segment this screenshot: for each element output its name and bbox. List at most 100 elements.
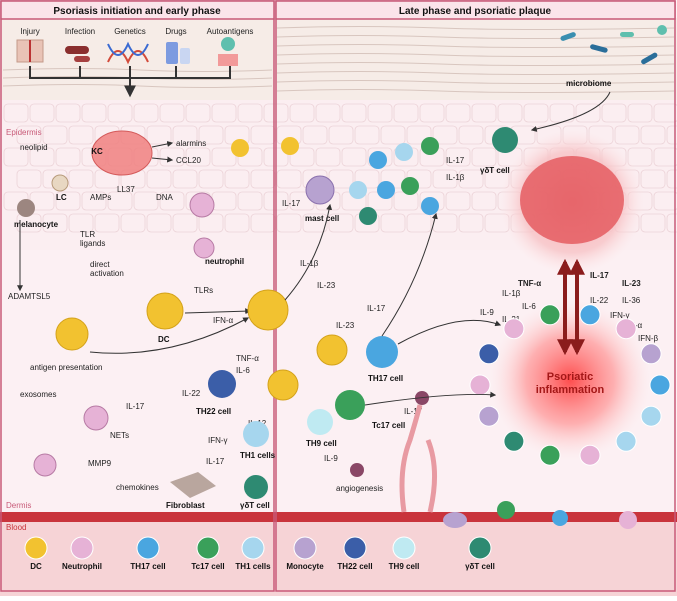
keratinocyte	[471, 147, 497, 167]
keratinocyte	[328, 213, 354, 233]
gdt-dermis-cell	[244, 475, 268, 499]
cytokine-label: IL-6	[522, 302, 536, 311]
th1-label: TH1 cells	[240, 451, 276, 460]
mmp9-label: MMP9	[88, 459, 112, 468]
keratinocyte	[380, 125, 406, 145]
keratinocyte	[445, 191, 471, 211]
arrow-kc-ccl20	[151, 156, 174, 163]
il17-nets-label: IL-17	[126, 402, 145, 411]
extravasating-cells	[443, 501, 637, 529]
keratinocyte	[133, 103, 159, 123]
trigger-infection: Infection	[65, 27, 95, 62]
blood-vessel-band	[0, 512, 677, 596]
th9-cell	[307, 409, 333, 435]
antigen-presentation-label: antigen presentation	[30, 363, 103, 372]
keratinocyte	[146, 169, 172, 189]
il17-top-label: IL-17	[446, 156, 465, 165]
melanocyte-cell	[17, 199, 35, 217]
blood-cell-th17	[136, 536, 160, 560]
gdt-fib-label: γδT cell	[240, 501, 270, 510]
keratinocyte	[198, 125, 224, 145]
blood-cell-label: Monocyte	[286, 562, 324, 571]
blood-cell-label: DC	[30, 562, 42, 571]
keratinocyte	[666, 213, 677, 233]
lc-label: LC	[56, 193, 67, 202]
blood-cell-label: TH9 cell	[389, 562, 420, 571]
arrow-kc-alarmins	[151, 140, 174, 148]
blood-cell-label: TH17 cell	[130, 562, 165, 571]
keratinocyte	[68, 213, 94, 233]
keratinocyte	[432, 169, 458, 189]
right-header-box	[275, 0, 676, 20]
il23-mast-label: IL-23	[317, 281, 336, 290]
keratin-lines	[2, 26, 675, 93]
keratinocyte	[16, 125, 42, 145]
layer-label-blood: Blood	[6, 523, 26, 532]
keratinocyte	[81, 191, 107, 211]
fibroblast-cell	[170, 472, 216, 498]
dermis-neutrophil	[33, 453, 57, 477]
keratinocyte	[458, 169, 484, 189]
arrow-th17-up	[381, 212, 438, 337]
ccl20-label: CCL20	[176, 156, 201, 165]
keratinocyte	[172, 125, 198, 145]
keratinocyte-cluster: KC	[91, 130, 153, 176]
inflammation-ring-cell	[649, 374, 671, 396]
inflammation-ring-cell	[539, 444, 561, 466]
blood-cell-monocyte	[293, 536, 317, 560]
inflammation-ring-cell	[469, 374, 491, 396]
neutrophil-dermis	[193, 237, 215, 259]
alarmins-label: alarmins	[176, 139, 206, 148]
neutrophil-label: neutrophil	[205, 257, 244, 266]
th22-label: TH22 cell	[196, 407, 231, 416]
keratinocyte	[276, 213, 302, 233]
sprout-tip-cell-2	[350, 463, 364, 477]
cytokine-label: TNF-α	[518, 279, 541, 288]
arrow-dc-ifn	[184, 308, 252, 315]
trigger-label-autoantigens: Autoantigens	[207, 27, 254, 36]
blood-cell-label: Tc17 cell	[191, 562, 224, 571]
trigger-merge-lines	[29, 66, 231, 95]
keratinocyte	[237, 147, 263, 167]
cytokine-label: IL-9	[480, 308, 494, 317]
keratinocyte	[471, 191, 497, 211]
keratinocyte	[315, 103, 341, 123]
keratinocyte	[159, 103, 185, 123]
keratinocyte	[653, 103, 677, 123]
left-header-title: Psoriasis initiation and early phase	[53, 6, 221, 17]
dc-cell-main	[146, 292, 184, 330]
il23-th17-label: IL-23	[336, 321, 355, 330]
keratinocyte	[55, 103, 81, 123]
keratin-line	[276, 62, 675, 66]
keratinocyte	[237, 103, 263, 123]
keratinocyte	[328, 125, 354, 145]
keratinocyte	[406, 213, 432, 233]
keratinocyte	[94, 213, 120, 233]
th17-label: TH17 cell	[368, 374, 403, 383]
keratinocyte	[120, 213, 146, 233]
arrow-microbiome-gdt	[530, 91, 611, 132]
keratinocyte	[211, 147, 237, 167]
keratin-line	[276, 80, 675, 84]
keratinocyte	[354, 125, 380, 145]
keratinocyte	[497, 103, 523, 123]
keratinocyte	[666, 169, 677, 189]
angiogenesis-label: angiogenesis	[336, 484, 383, 493]
cytokine-label: IFN-γ	[610, 311, 630, 320]
keratinocyte	[458, 125, 484, 145]
keratinocyte	[250, 125, 276, 145]
keratinocyte	[42, 213, 68, 233]
inflammation-ring-cell	[615, 318, 637, 340]
tc17-label: Tc17 cell	[372, 421, 405, 430]
blood-cell-neutrophil	[70, 536, 94, 560]
dc-th17-hub	[316, 334, 348, 366]
keratinocyte	[302, 125, 328, 145]
autoantigen-icon	[221, 37, 235, 51]
keratinocyte	[445, 147, 471, 167]
keratinocyte	[640, 125, 666, 145]
exosomes-label: exosomes	[20, 390, 56, 399]
trigger-injury: Injury	[16, 27, 44, 63]
